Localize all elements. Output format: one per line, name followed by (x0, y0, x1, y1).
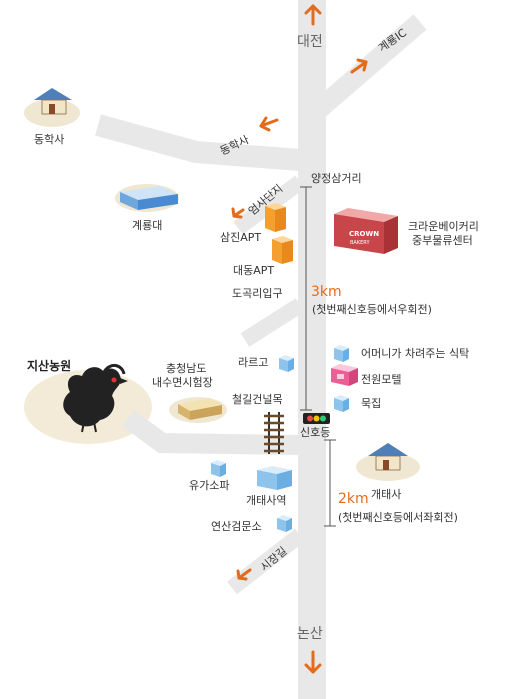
gaetae-station-icon (257, 466, 292, 490)
yeonsan-office-icon (277, 515, 292, 532)
railway-label: 철길건널목 (232, 393, 283, 406)
mother-restaurant-label: 어머니가 차려주는 식탁 (361, 347, 470, 360)
road-farm (122, 409, 301, 455)
samjin-apt-label: 삼진APT (220, 231, 262, 244)
donghaksa-label: 동학사 (34, 133, 65, 146)
north-distance-note: (첫번째신호등에서우회전) (312, 303, 432, 316)
office-building-icon (178, 398, 222, 420)
gaetae-station-label: 개태사역 (246, 494, 287, 507)
crown-logo-text: CROWN (349, 230, 379, 238)
gaetaesa-temple-icon (368, 443, 408, 471)
crown-bakery-icon: CROWN BAKERY (334, 208, 398, 254)
south-label: 논산 (297, 626, 323, 642)
arrow-w-icon (259, 116, 279, 132)
gyeryongdae-label: 계룡대 (132, 219, 163, 232)
yeonsan-office-label: 연산검문소 (211, 520, 262, 533)
daedong-apt-label: 대동APT (233, 264, 275, 277)
south-distance: 2km (338, 491, 369, 507)
jeonwon-motel-icon (331, 364, 358, 386)
gyeryongdae-building-icon (120, 186, 178, 210)
mukjip-icon (334, 395, 349, 412)
yuga-sofa-label: 유가소파 (189, 479, 230, 492)
road-gyeryong-ic (311, 14, 427, 118)
gaetaesa-label: 개태사 (371, 488, 402, 501)
yangjeong-label: 양정삼거리 (311, 172, 362, 185)
road-dokori (240, 298, 305, 347)
daedong-apt-icon (272, 236, 293, 264)
traffic-light-icon (303, 413, 330, 424)
samjin-apt-icon (265, 203, 286, 232)
north-label: 대전 (297, 34, 323, 50)
road-donghaksa (95, 114, 301, 171)
arrow-up-icon (304, 4, 322, 26)
arrow-sw-icon-2 (236, 568, 252, 581)
mukjip-label: 묵집 (361, 397, 382, 410)
office-label-1: 충청남도 (166, 362, 207, 375)
bakery-logo-text: BAKERY (350, 240, 370, 246)
bakery-label-2: 중부물류센터 (412, 234, 473, 247)
arrow-sw-icon (231, 207, 245, 219)
yuga-sofa-icon (211, 460, 226, 477)
direction-arrows (231, 4, 368, 674)
arrow-ne-icon (350, 58, 368, 74)
larago-label: 라르고 (238, 356, 269, 369)
roads (95, 0, 427, 699)
signal-label: 신호등 (300, 426, 331, 439)
distance-brackets (300, 186, 336, 527)
railway-crossing-icon (264, 412, 284, 454)
motel-label: 전원모텔 (361, 373, 402, 386)
mother-restaurant-icon (334, 345, 349, 362)
bakery-label-1: 크라운베이커리 (408, 220, 479, 233)
farm-label: 지산농원 (27, 359, 72, 373)
rooster-icon (63, 364, 128, 433)
donghaksa-temple-icon (34, 88, 72, 115)
dokori-label: 도곡리입구 (232, 287, 283, 300)
south-distance-note: (첫번째신호등에서좌회전) (338, 511, 458, 524)
larago-icon (279, 355, 294, 372)
north-distance: 3km (311, 284, 342, 300)
office-label-2: 내수면시험장 (152, 376, 213, 389)
arrow-down-icon (304, 650, 322, 674)
